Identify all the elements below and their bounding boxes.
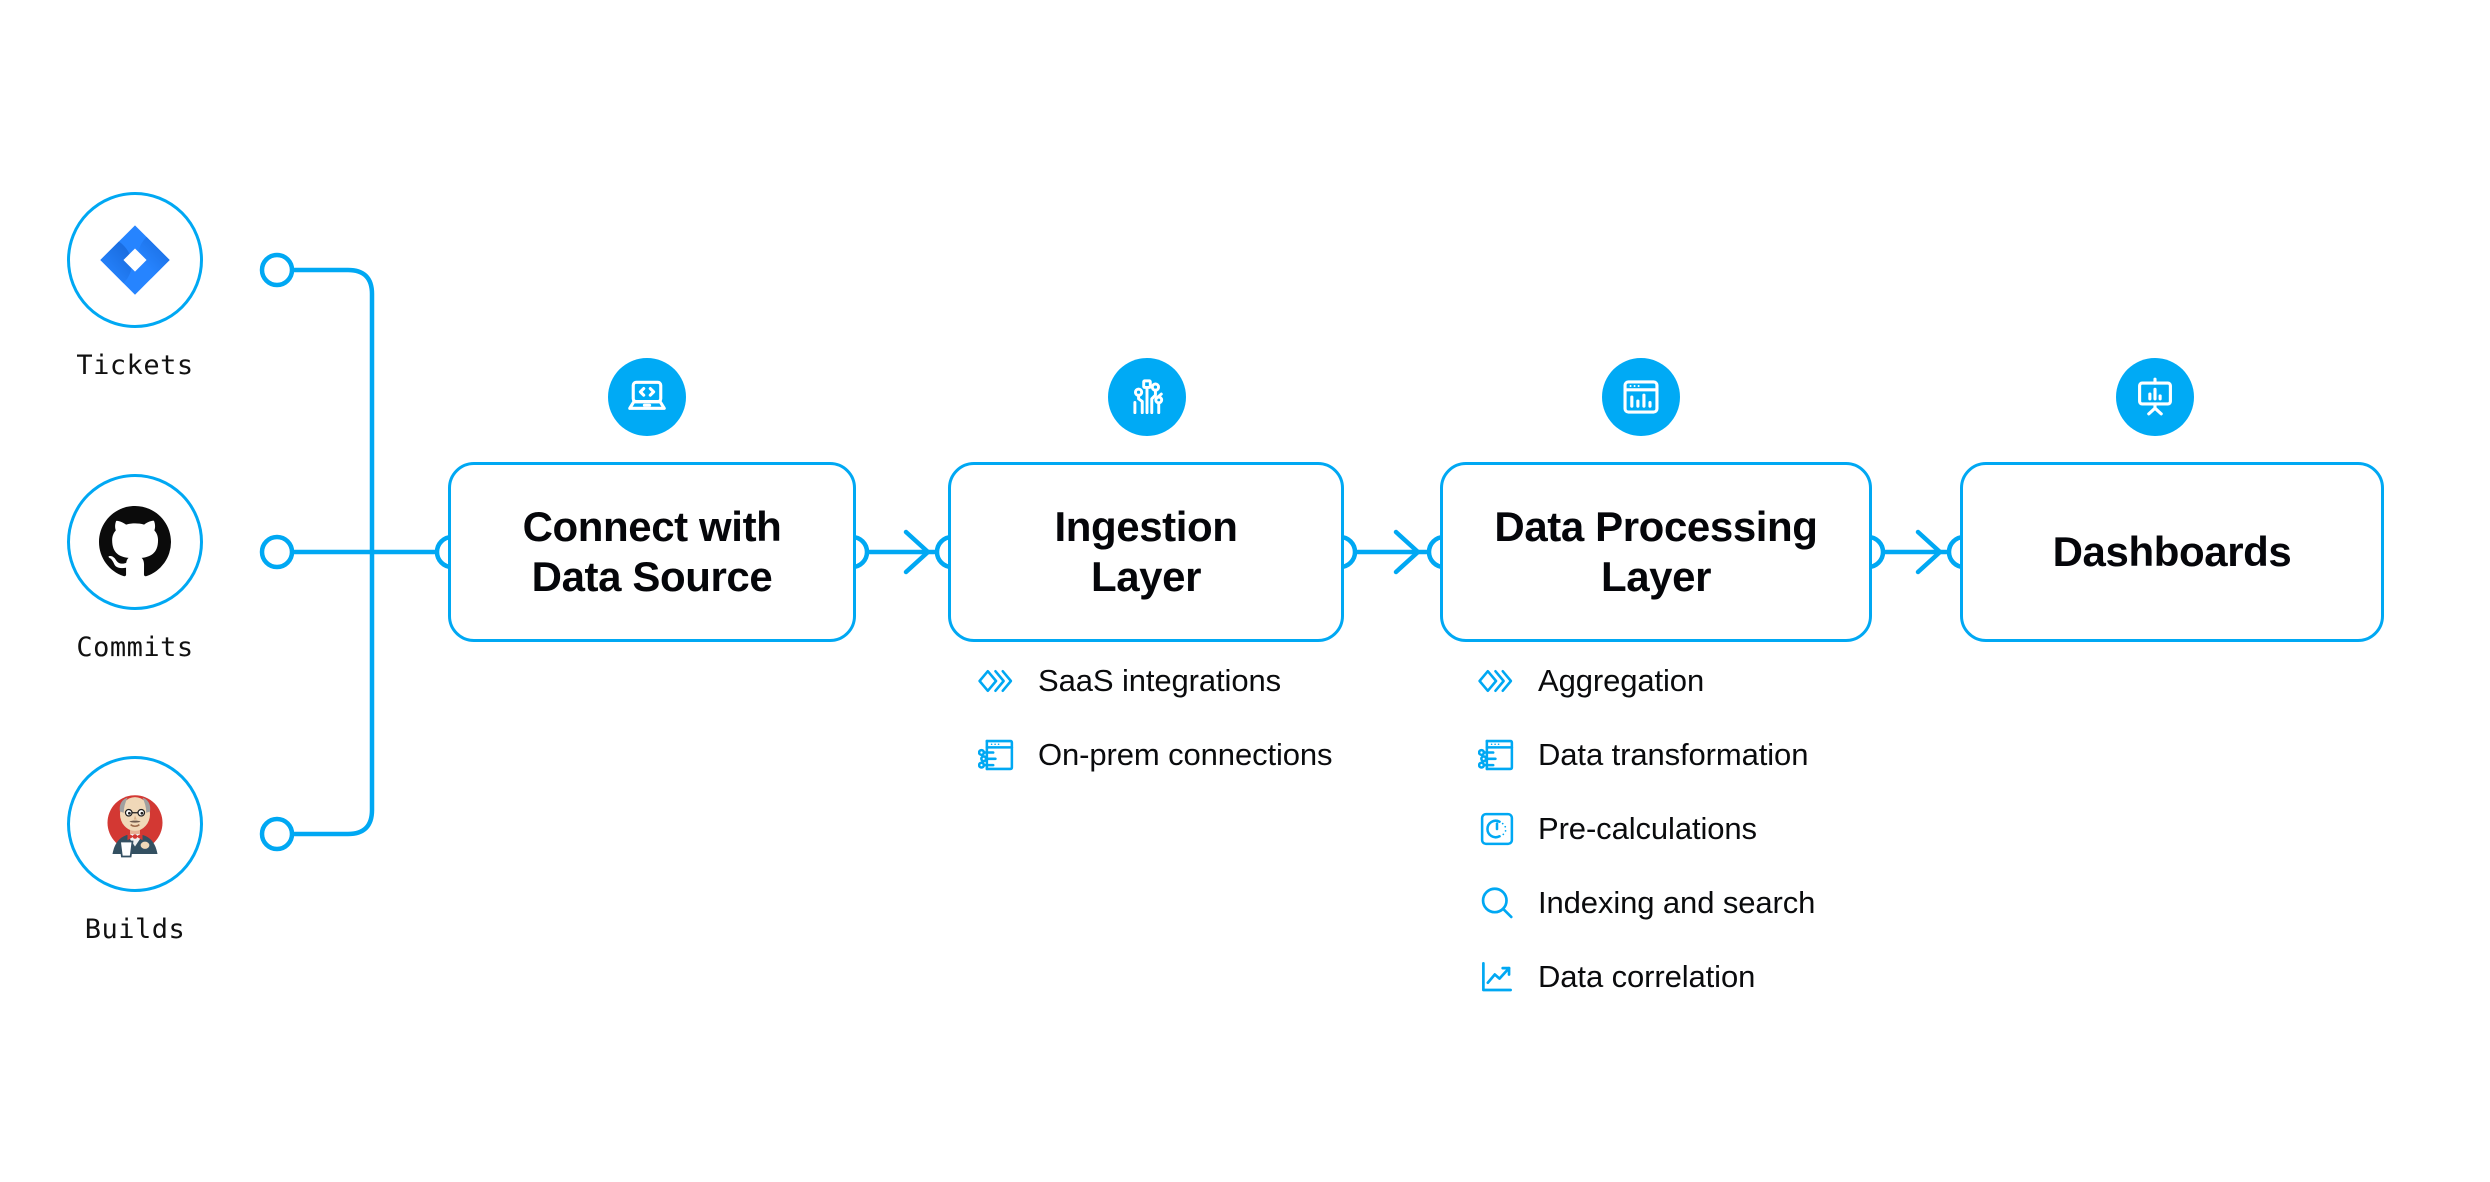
stage-title-line: Layer <box>1090 553 1202 600</box>
server-window-icon <box>978 736 1016 774</box>
source-node-commits[interactable]: Commits <box>0 474 270 663</box>
badge-data-processing-layer <box>1602 358 1680 436</box>
presentation-chart-icon <box>2138 377 2172 416</box>
server-window-icon <box>1478 736 1516 774</box>
source-ring-tickets <box>67 192 203 328</box>
feature-label: SaaS integrations <box>1038 663 1282 698</box>
stage-box-dashboards[interactable]: Dashboards <box>1960 462 2384 642</box>
stage-title-data-processing-layer: Data Processing Layer <box>1476 502 1835 601</box>
stage-title-line: Data Processing <box>1494 503 1818 551</box>
feature-item-pre-calculations[interactable]: Pre-calculations <box>1478 792 1815 866</box>
stage-title-line: Connect with <box>522 503 782 551</box>
feature-list-ingestion-layer: SaaS integrations O <box>978 644 1333 792</box>
feature-item-on-prem-connections[interactable]: On-prem connections <box>978 718 1333 792</box>
layered-diamonds-icon <box>1478 662 1516 700</box>
stage-title-connect-with-data-source: Connect with Data Source <box>505 502 800 601</box>
stage-box-data-processing-layer[interactable]: Data Processing Layer <box>1440 462 1872 642</box>
jira-icon <box>100 225 170 295</box>
feature-label: Data correlation <box>1538 959 1756 994</box>
stage-title-dashboards: Dashboards <box>2035 527 2310 577</box>
laptop-code-icon <box>628 380 666 410</box>
line-chart-icon <box>1478 958 1516 996</box>
feature-label: Indexing and search <box>1538 885 1816 920</box>
stage-title-line: Dashboards <box>2052 528 2292 576</box>
feature-label: On-prem connections <box>1038 737 1333 772</box>
feature-item-data-correlation[interactable]: Data correlation <box>1478 940 1815 1014</box>
source-label-tickets: Tickets <box>76 350 194 381</box>
stage-title-ingestion-layer: Ingestion Layer <box>1036 502 1255 601</box>
feature-item-data-transformation[interactable]: Data transformation <box>1478 718 1815 792</box>
stage-title-line: Ingestion <box>1054 503 1238 551</box>
source-label-commits: Commits <box>76 632 194 663</box>
search-icon <box>1478 884 1516 922</box>
source-node-builds[interactable]: Builds <box>0 756 270 945</box>
badge-ingestion-layer <box>1108 358 1186 436</box>
circuit-nodes-icon <box>1133 379 1164 415</box>
window-barchart-icon <box>1623 380 1659 414</box>
source-node-tickets[interactable]: Tickets <box>0 192 270 381</box>
layered-diamonds-icon <box>978 662 1016 700</box>
gauge-square-icon <box>1478 810 1516 848</box>
feature-label: Pre-calculations <box>1538 811 1757 846</box>
stage-title-line: Layer <box>1600 553 1712 600</box>
stage-title-line: Data Source <box>531 553 773 600</box>
stage-box-connect-with-data-source[interactable]: Connect with Data Source <box>448 462 856 642</box>
github-icon <box>99 506 171 577</box>
badge-connect-with-data-source <box>608 358 686 436</box>
source-ring-commits <box>67 474 203 610</box>
source-ring-builds <box>67 756 203 892</box>
badge-dashboards <box>2116 358 2194 436</box>
feature-label: Aggregation <box>1538 663 1705 698</box>
feature-item-aggregation[interactable]: Aggregation <box>1478 644 1815 718</box>
feature-item-indexing-and-search[interactable]: Indexing and search <box>1478 866 1815 940</box>
stage-box-ingestion-layer[interactable]: Ingestion Layer <box>948 462 1344 642</box>
jenkins-icon <box>107 795 163 858</box>
feature-item-saas-integrations[interactable]: SaaS integrations <box>978 644 1332 718</box>
feature-label: Data transformation <box>1538 737 1809 772</box>
source-label-builds: Builds <box>84 914 186 945</box>
feature-list-data-processing-layer: Aggregation Data tr <box>1478 644 1815 1014</box>
